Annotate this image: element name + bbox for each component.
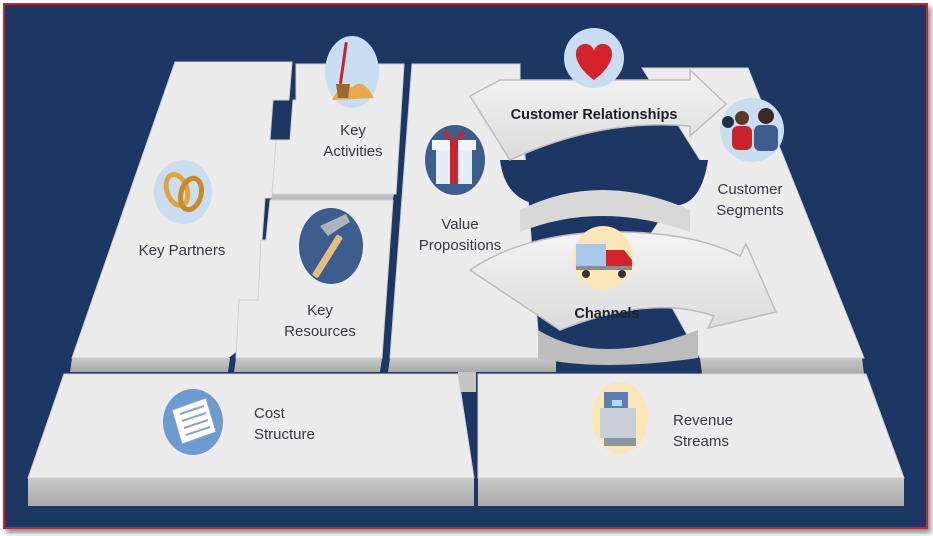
- center-arch: [500, 160, 708, 365]
- key-resources-line2: Resources: [284, 323, 356, 340]
- key-activities-line1: Key: [340, 122, 366, 139]
- gift-icon: [425, 125, 485, 195]
- key-activities-line2: Activities: [323, 143, 382, 160]
- document-icon: [163, 389, 223, 455]
- cost-structure-line2: Structure: [254, 426, 315, 443]
- customer-segments-line2: Segments: [716, 202, 784, 219]
- rings-icon: [154, 160, 212, 224]
- key-resources-line1: Key: [307, 302, 333, 319]
- customer-relationships-arrow: Customer Relationships: [468, 28, 728, 161]
- cost-structure-line1: Cost: [254, 405, 286, 422]
- people-icon: [720, 98, 784, 162]
- heart-icon: [564, 28, 624, 88]
- revenue-streams-line2: Streams: [673, 433, 729, 450]
- channels-label: Channels: [574, 306, 639, 322]
- delivery-truck-icon: [573, 226, 633, 290]
- value-propositions-line2: Propositions: [419, 237, 502, 254]
- key-resources-block: Key Resources: [234, 199, 394, 372]
- cash-register-icon: [592, 382, 648, 454]
- shovel-sand-icon: [325, 36, 379, 108]
- customer-relationships-label: Customer Relationships: [511, 107, 678, 123]
- cost-structure-block: Cost Structure: [27, 373, 475, 506]
- key-activities-block: Key Activities: [270, 36, 405, 204]
- revenue-streams-line1: Revenue: [673, 412, 733, 429]
- key-partners-block: Key Partners: [70, 61, 293, 372]
- channels-arrow: Channels: [468, 226, 778, 331]
- key-partners-label: Key Partners: [139, 242, 226, 259]
- value-propositions-line1: Value: [441, 216, 478, 233]
- revenue-streams-block: Revenue Streams: [477, 373, 905, 506]
- customer-segments-line1: Customer: [717, 181, 782, 198]
- hammer-icon: [299, 208, 363, 284]
